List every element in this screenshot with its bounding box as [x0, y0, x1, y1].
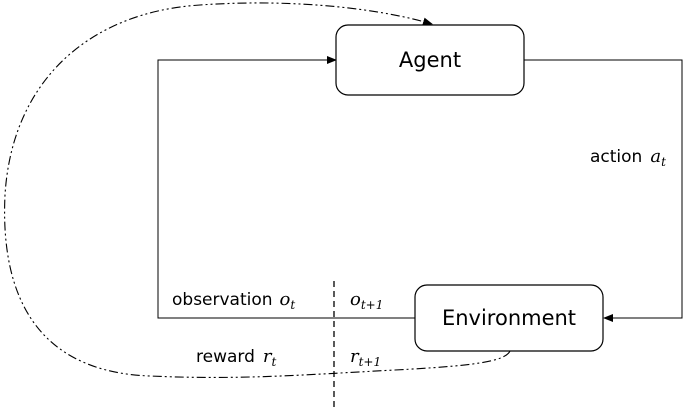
- agent-box: [335, 24, 525, 96]
- observation-next-label: ot+1: [350, 289, 383, 312]
- observation-arrow: [157, 56, 415, 319]
- reward-next-label: rt+1: [350, 346, 381, 369]
- agent-label: Agent: [399, 48, 461, 72]
- reward-arrow: [4, 2, 511, 379]
- environment-box: [414, 284, 604, 352]
- agent-node: Agent: [335, 24, 525, 96]
- action-arrow: [524, 59, 683, 322]
- environment-label: Environment: [442, 306, 576, 330]
- environment-node: Environment: [414, 284, 604, 352]
